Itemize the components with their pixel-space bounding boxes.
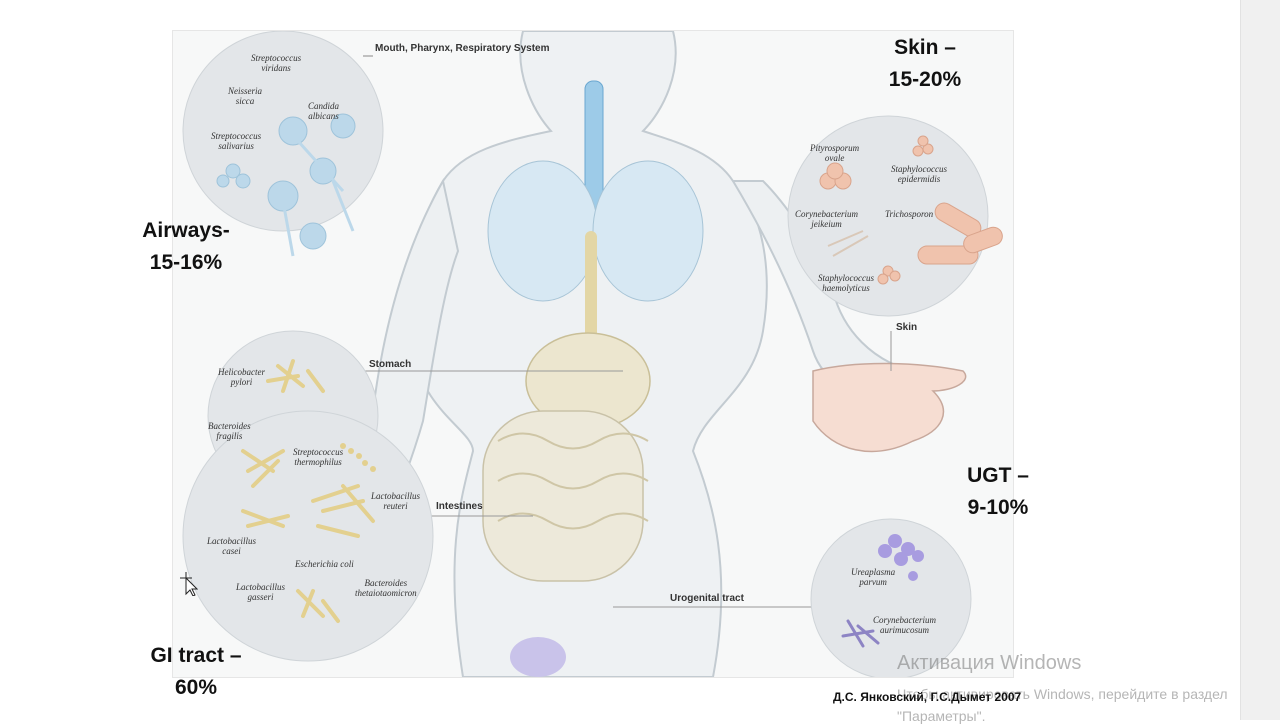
author-credit: Д.С. Янковский, Г.С.Дымет 2007 xyxy=(833,690,1022,704)
right-hand xyxy=(812,362,967,453)
scroll-gutter xyxy=(1240,0,1280,720)
human-microbiome-illustration: Mouth, Pharynx, Respiratory System Stoma… xyxy=(172,30,1014,678)
gi-microbes-circle xyxy=(182,410,434,662)
move-cursor-icon xyxy=(180,572,198,596)
mouth-respiratory-callout: Mouth, Pharynx, Respiratory System xyxy=(375,43,550,54)
windows-activation-title: Активация Windows xyxy=(897,652,1082,674)
intestines xyxy=(482,410,644,582)
organism-label: Trichosporon xyxy=(885,209,934,219)
intestines-callout: Intestines xyxy=(436,501,483,512)
ugt-percentage-label: UGT –9-10% xyxy=(967,464,1029,519)
anatomy-drawing xyxy=(182,31,1003,677)
urogenital-microbes-circle xyxy=(810,518,972,677)
urogenital-callout: Urogenital tract xyxy=(670,593,744,604)
right-lung xyxy=(592,160,704,302)
bladder xyxy=(510,637,566,677)
gi-tract-percentage-label: GI tract –60% xyxy=(150,644,242,699)
stomach-callout: Stomach xyxy=(369,359,412,370)
slide: Mouth, Pharynx, Respiratory System Stoma… xyxy=(142,30,1228,724)
esophagus xyxy=(585,231,597,341)
skin-percentage-label: Skin –15-20% xyxy=(888,36,962,91)
organism-label: Escherichia coli xyxy=(295,559,354,569)
airways-percentage-label: Airways-15-16% xyxy=(142,219,230,274)
skin-callout: Skin xyxy=(896,322,918,333)
left-lung xyxy=(487,160,599,302)
